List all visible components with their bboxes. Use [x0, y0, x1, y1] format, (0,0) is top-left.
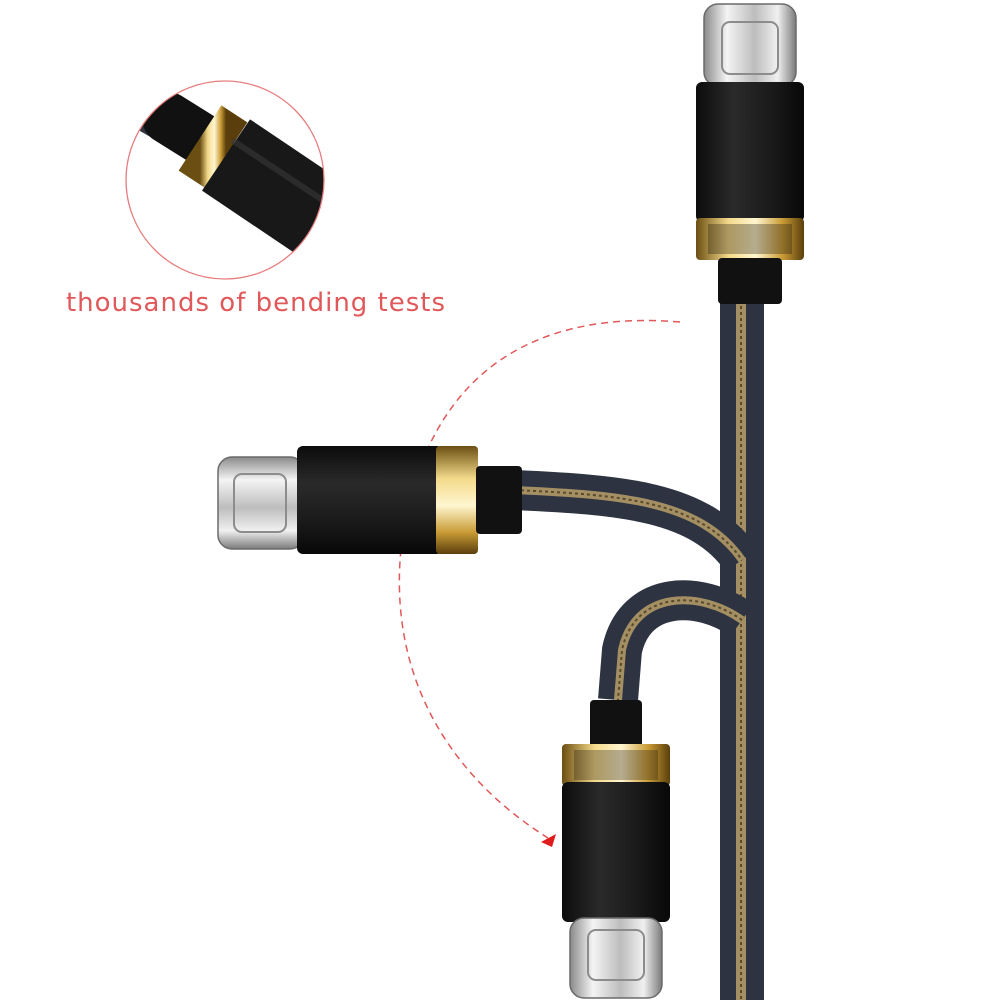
usb-c-connector-left	[217, 446, 522, 554]
zoom-detail-circle	[125, 80, 325, 280]
caption-text: thousands of bending tests	[65, 288, 447, 318]
triangle-arrow-icon	[541, 834, 556, 847]
usb-c-connector-top	[696, 3, 804, 304]
usb-c-connector-bottom	[562, 700, 670, 999]
braided-cable	[514, 300, 764, 1000]
